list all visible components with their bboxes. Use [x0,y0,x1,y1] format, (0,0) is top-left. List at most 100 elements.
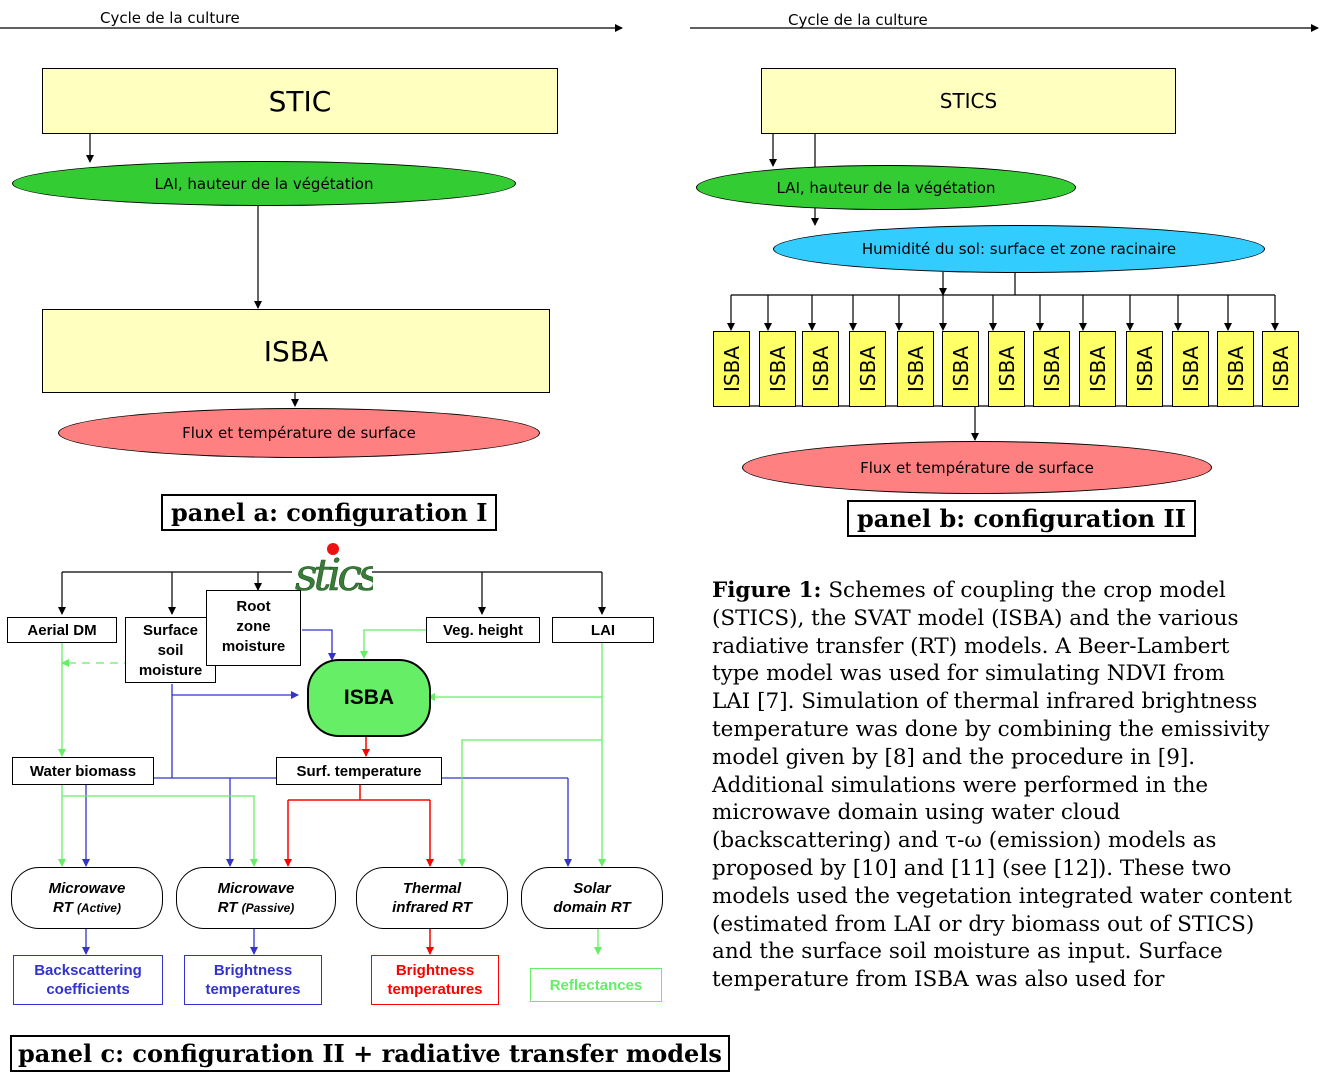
water-biomass-box: Water biomass [12,757,154,785]
isba-column-1: ISBA [713,331,750,407]
caption-line: Additional simulations were performed in… [712,772,1209,798]
isba-column-label: ISBA [808,346,833,392]
isba-column-5: ISBA [897,331,934,407]
rt-line-2: domain RT [553,899,631,916]
panel-a-caption: panel a: configuration I [161,494,498,531]
lai-label: LAI [590,621,616,639]
isba-column-label: ISBA [1132,346,1157,392]
isba-column-10: ISBA [1126,331,1163,407]
rt-line-1: Microwave [48,879,126,897]
caption-line: type model was used for simulating NDVI … [712,661,1225,687]
isba-box-label: ISBA [263,334,329,368]
aerial-dm-box: Aerial DM [7,617,117,643]
surf-temperature-box: Surf. temperature [276,757,442,785]
brightness-passive-output: Brightness temperatures [184,955,322,1005]
caption-line: (estimated from LAI or dry biomass out o… [712,911,1255,937]
panel-a-connectors [0,24,623,407]
rzm-line-2: zone [236,618,271,635]
soil-moisture-ellipse: Humidité du sol: surface et zone racinai… [773,225,1265,273]
output-line-2: temperatures [205,981,301,998]
lai-ellipse-label: LAI, hauteur de la végétation [154,174,374,193]
surface-soil-moisture-box: Surface soil moisture [125,617,216,683]
isba-column-13: ISBA [1262,331,1299,407]
isba-column-11: ISBA [1172,331,1209,407]
isba-column-label: ISBA [765,346,790,392]
caption-line: proposed by [10] and [11] (see [12]). Th… [712,855,1232,881]
cycle-label: Cycle de la culture [788,11,928,29]
isba-column-4: ISBA [849,331,886,407]
water-biomass-label: Water biomass [29,762,137,780]
panel-b-caption: panel b: configuration II [847,500,1196,537]
caption-line: (STICS), the SVAT model (ISBA) and the v… [712,605,1239,631]
root-zone-moisture-box: Root zone moisture [206,590,301,666]
caption-line: radiative transfer (RT) models. A Beer-L… [712,633,1230,659]
stics-box: STICS [761,68,1176,134]
panel-c-caption: panel c: configuration II + radiative tr… [10,1035,730,1072]
isba-column-label: ISBA [1085,346,1110,392]
lai-ellipse: LAI, hauteur de la végétation [12,161,516,206]
isba-column-label: ISBA [719,346,744,392]
stics-logo-graphic: stics [295,543,373,601]
veg-height-label: Veg. height [442,621,523,639]
ssm-line-1: Surface [142,622,199,639]
isba-node-label: ISBA [343,686,395,709]
figure-label: Figure 1: [712,578,822,603]
microwave-active-rt: Microwave RT (Active) [11,867,163,929]
caption-line: and the surface soil moisture as input. … [712,939,1223,965]
output-line-1: Brightness [213,962,293,979]
stics-logo: stics [293,540,373,604]
isba-column-9: ISBA [1079,331,1116,407]
lai-ellipse-label: LAI, hauteur de la végétation [776,178,996,197]
caption-line: microwave domain using water cloud [712,800,1121,826]
flux-ellipse: Flux et température de surface [58,408,540,458]
isba-column-label: ISBA [1223,346,1248,392]
isba-column-label: ISBA [1039,346,1064,392]
panel-c-top-connectors [58,571,606,615]
stic-box-label: STIC [268,84,332,118]
caption-line-1: Figure 1: Schemes of coupling the crop m… [712,578,1226,603]
rzm-line-1: Root [236,598,271,615]
isba-column-6: ISBA [942,331,979,407]
isba-node: ISBA [307,659,431,737]
caption-line: LAI [7]. Simulation of thermal infrared … [712,689,1258,715]
isba-column-12: ISBA [1217,331,1254,407]
lai-box: LAI [552,617,654,643]
isba-column-label: ISBA [1268,346,1293,392]
isba-column-label: ISBA [994,346,1019,392]
output-line-1: Reflectances [549,976,643,994]
panel-a: Cycle de la culture STIC LAI, hauteur de… [0,0,640,540]
aerial-dm-label: Aerial DM [27,621,97,639]
output-line-1: Backscattering [34,962,142,979]
output-line-2: coefficients [46,981,130,998]
isba-column-label: ISBA [948,346,973,392]
isba-column-7: ISBA [988,331,1025,407]
flux-ellipse: Flux et température de surface [742,441,1212,494]
rt-line-1: Microwave [217,879,295,897]
lai-ellipse: LAI, hauteur de la végétation [696,165,1076,210]
stic-box: STIC [42,68,558,134]
isba-box: ISBA [42,309,550,393]
isba-column-2: ISBA [759,331,796,407]
isba-column-label: ISBA [1178,346,1203,392]
rt-line-1: Solar [573,880,611,897]
solar-domain-rt: Solar domain RT [521,867,663,929]
ssm-line-2: soil [157,642,184,659]
backscattering-output: Backscattering coefficients [13,955,163,1005]
isba-column-label: ISBA [855,346,880,392]
panel-b: Cycle de la culture STICS LAI, hauteur d… [660,0,1322,540]
caption-line: (backscattering) and τ-ω (emission) mode… [712,828,1217,854]
figure-caption: Figure 1: Schemes of coupling the crop m… [712,577,1315,994]
panel-c: stics Aerial DM Surface soil moisture Ro… [0,540,730,1077]
isba-column-8: ISBA [1033,331,1070,407]
brightness-thermal-output: Brightness temperatures [371,955,499,1005]
rt-line-2: RT (Passive) [217,898,295,916]
surf-temperature-label: Surf. temperature [296,762,422,780]
isba-column-3: ISBA [802,331,839,407]
rt-line-1: Thermal [402,880,462,897]
rt-line-2: infrared RT [392,899,472,916]
microwave-passive-rt: Microwave RT (Passive) [176,867,336,929]
caption-line: model given by [8] and the procedure in … [712,744,1196,770]
rzm-line-3: moisture [221,638,286,655]
ssm-line-3: moisture [138,662,203,679]
output-line-2: temperatures [387,981,483,998]
